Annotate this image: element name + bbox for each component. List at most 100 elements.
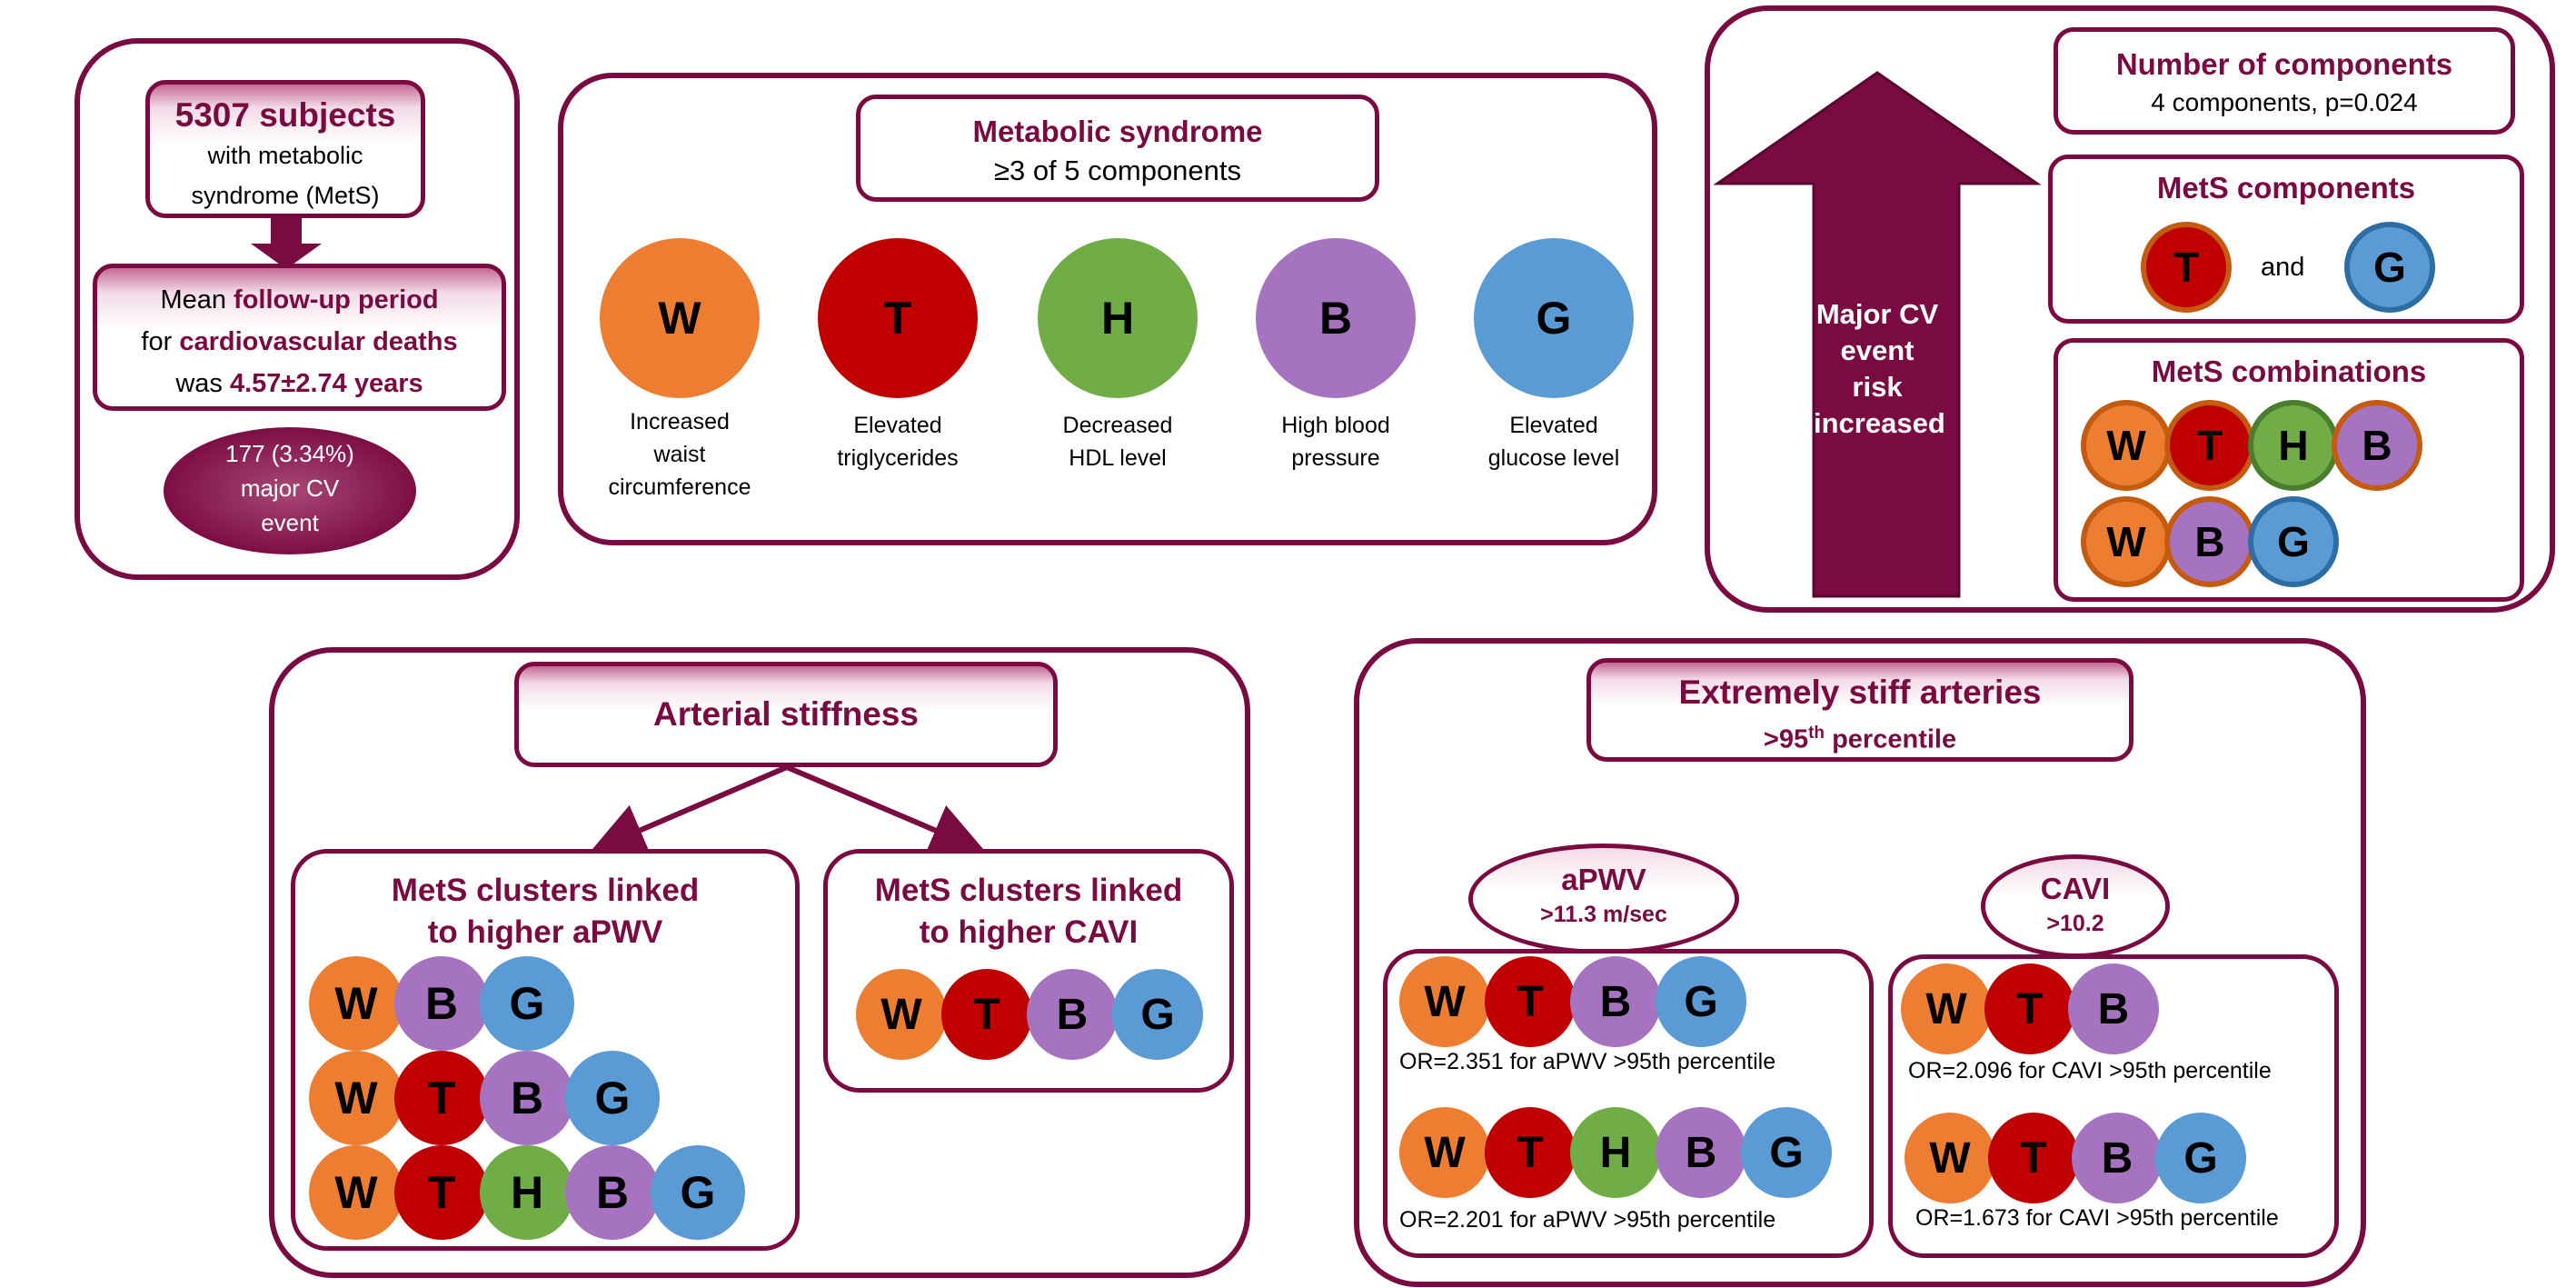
events-line3: event [261, 509, 319, 536]
component-label-line: Increased [630, 409, 730, 434]
component-label-W: Increased waist circumference [563, 405, 796, 504]
component-label-line: Decreased [1062, 413, 1173, 438]
component-label-line: glucose level [1487, 445, 1620, 471]
followup-line2-pre: for [141, 327, 180, 356]
component-label-line: pressure [1291, 445, 1380, 471]
component-circle-B: B [2332, 400, 2422, 491]
component-circle-B: B [565, 1145, 660, 1240]
component-circle-T: T [1984, 964, 2075, 1054]
cavi-clusters-title1: MetS clusters linked [874, 873, 1183, 908]
component-circle-T: T [941, 969, 1032, 1060]
component-label-line: triglycerides [837, 445, 959, 471]
extreme-title-box: Extremely stiff arteries >95th percentil… [1586, 658, 2133, 762]
component-circle-H: H [1038, 238, 1198, 398]
component-circle-G: G [2155, 1113, 2246, 1203]
component-circle-B: B [480, 1051, 574, 1145]
component-circle-G: G [1656, 956, 1746, 1047]
followup-line2-bold: cardiovascular deaths [179, 327, 458, 356]
cavi-or1: OR=2.096 for CAVI >95th percentile [1908, 1058, 2272, 1083]
down-arrow-icon [251, 218, 322, 269]
component-label-G: Elevated glucose level [1437, 409, 1670, 474]
component-circle-T: T [818, 238, 978, 398]
component-label-line: Elevated [853, 413, 942, 438]
subjects-title: 5307 subjects [174, 96, 396, 134]
component-circle-W: W [309, 1145, 403, 1240]
component-label-line: Elevated [1509, 413, 1598, 438]
components-and: and [2261, 253, 2305, 282]
followup-bold: follow-up period [234, 285, 439, 315]
subjects-box: 5307 subjects with metabolic syndrome (M… [145, 80, 425, 218]
component-circle-G: G [480, 956, 574, 1051]
extreme-title: Extremely stiff arteries [1678, 674, 2042, 711]
component-circle-H: H [2248, 400, 2339, 491]
extreme-sub-sup: th [1808, 724, 1825, 743]
followup-line3-bold: 4.57±2.74 years [229, 369, 423, 398]
extreme-subtitle: >95th percentile [1591, 714, 2129, 760]
component-label-T: Elevated triglycerides [781, 409, 1014, 474]
component-circle-B: B [1256, 238, 1416, 398]
component-circle-H: H [1570, 1107, 1661, 1198]
component-circle-G: G [2248, 496, 2339, 587]
mets-components-box: MetS components [2048, 155, 2524, 324]
component-circle-H: H [480, 1145, 574, 1240]
events-line1: 177 (3.34%) [225, 440, 354, 467]
up-arrow-icon [1714, 71, 2041, 598]
cavi-or2: OR=1.673 for CAVI >95th percentile [1915, 1205, 2279, 1231]
subjects-sub1: with metabolic [207, 142, 363, 169]
mets-title-box: Metabolic syndrome ≥3 of 5 components [856, 95, 1379, 202]
followup-pre: Mean [160, 285, 234, 315]
component-label-B: High blood pressure [1219, 409, 1452, 474]
component-circle-W: W [309, 1051, 403, 1145]
component-label-line: circumference [608, 474, 751, 500]
component-circle-W: W [856, 969, 947, 1060]
apwv-or1: OR=2.351 for aPWV >95th percentile [1399, 1049, 1776, 1074]
component-label-line: High blood [1281, 413, 1390, 438]
mets-title: Metabolic syndrome [972, 115, 1263, 148]
num-components-title: Number of components [2115, 47, 2453, 81]
component-circle-B: B [1570, 956, 1661, 1047]
apwv-threshold-ellipse: aPWV >11.3 m/sec [1468, 844, 1739, 954]
arrow-line3: increased [1814, 407, 1945, 439]
extreme-sub-post: percentile [1825, 724, 1957, 754]
component-label-line: waist [653, 442, 706, 467]
cavi-clusters-title2: to higher CAVI [919, 914, 1139, 950]
component-circle-G: G [2344, 222, 2435, 313]
component-circle-G: G [565, 1051, 660, 1145]
component-circle-T: T [2141, 222, 2232, 313]
component-circle-B: B [2164, 496, 2255, 587]
component-circle-G: G [1112, 969, 1203, 1060]
followup-line3-pre: was [175, 369, 230, 398]
component-circle-T: T [394, 1145, 489, 1240]
component-circle-W: W [1905, 1113, 1995, 1203]
component-circle-T: T [1988, 1113, 2079, 1203]
subjects-sub2: syndrome (MetS) [191, 182, 380, 209]
events-ellipse: 177 (3.34%) major CV event [164, 427, 416, 554]
arrow-line1: Major CV [1815, 298, 1939, 330]
component-circle-B: B [1656, 1107, 1746, 1198]
followup-box: Mean follow-up period for cardiovascular… [93, 264, 506, 411]
extreme-sub-pre: >95 [1763, 724, 1809, 754]
apwv-clusters-title1: MetS clusters linked [391, 873, 700, 908]
num-components-box: Number of components 4 components, p=0.0… [2054, 27, 2515, 135]
mets-components-title: MetS components [2156, 171, 2416, 205]
apwv-or2: OR=2.201 for aPWV >95th percentile [1399, 1207, 1776, 1233]
component-circle-B: B [394, 956, 489, 1051]
component-circle-W: W [1399, 1107, 1490, 1198]
arrow-line2: event risk [1840, 334, 1915, 403]
component-circle-B: B [2068, 964, 2159, 1054]
component-circle-W: W [1901, 964, 1992, 1054]
component-circle-W: W [309, 956, 403, 1051]
arrow-label: Major CV event risk increased [1814, 296, 1945, 442]
component-circle-G: G [651, 1145, 745, 1240]
apwv-threshold: >11.3 m/sec [1540, 902, 1667, 927]
events-line2: major CV [240, 474, 340, 502]
component-circle-T: T [1485, 956, 1576, 1047]
num-components-value: 4 components, p=0.024 [2151, 88, 2418, 116]
cavi-label: CAVI [2040, 872, 2111, 905]
component-label-line: HDL level [1069, 445, 1167, 471]
component-circle-W: W [1399, 956, 1490, 1047]
component-circle-B: B [1027, 969, 1118, 1060]
component-circle-G: G [1474, 238, 1634, 398]
arterial-title-box: Arterial stiffness [514, 662, 1058, 767]
